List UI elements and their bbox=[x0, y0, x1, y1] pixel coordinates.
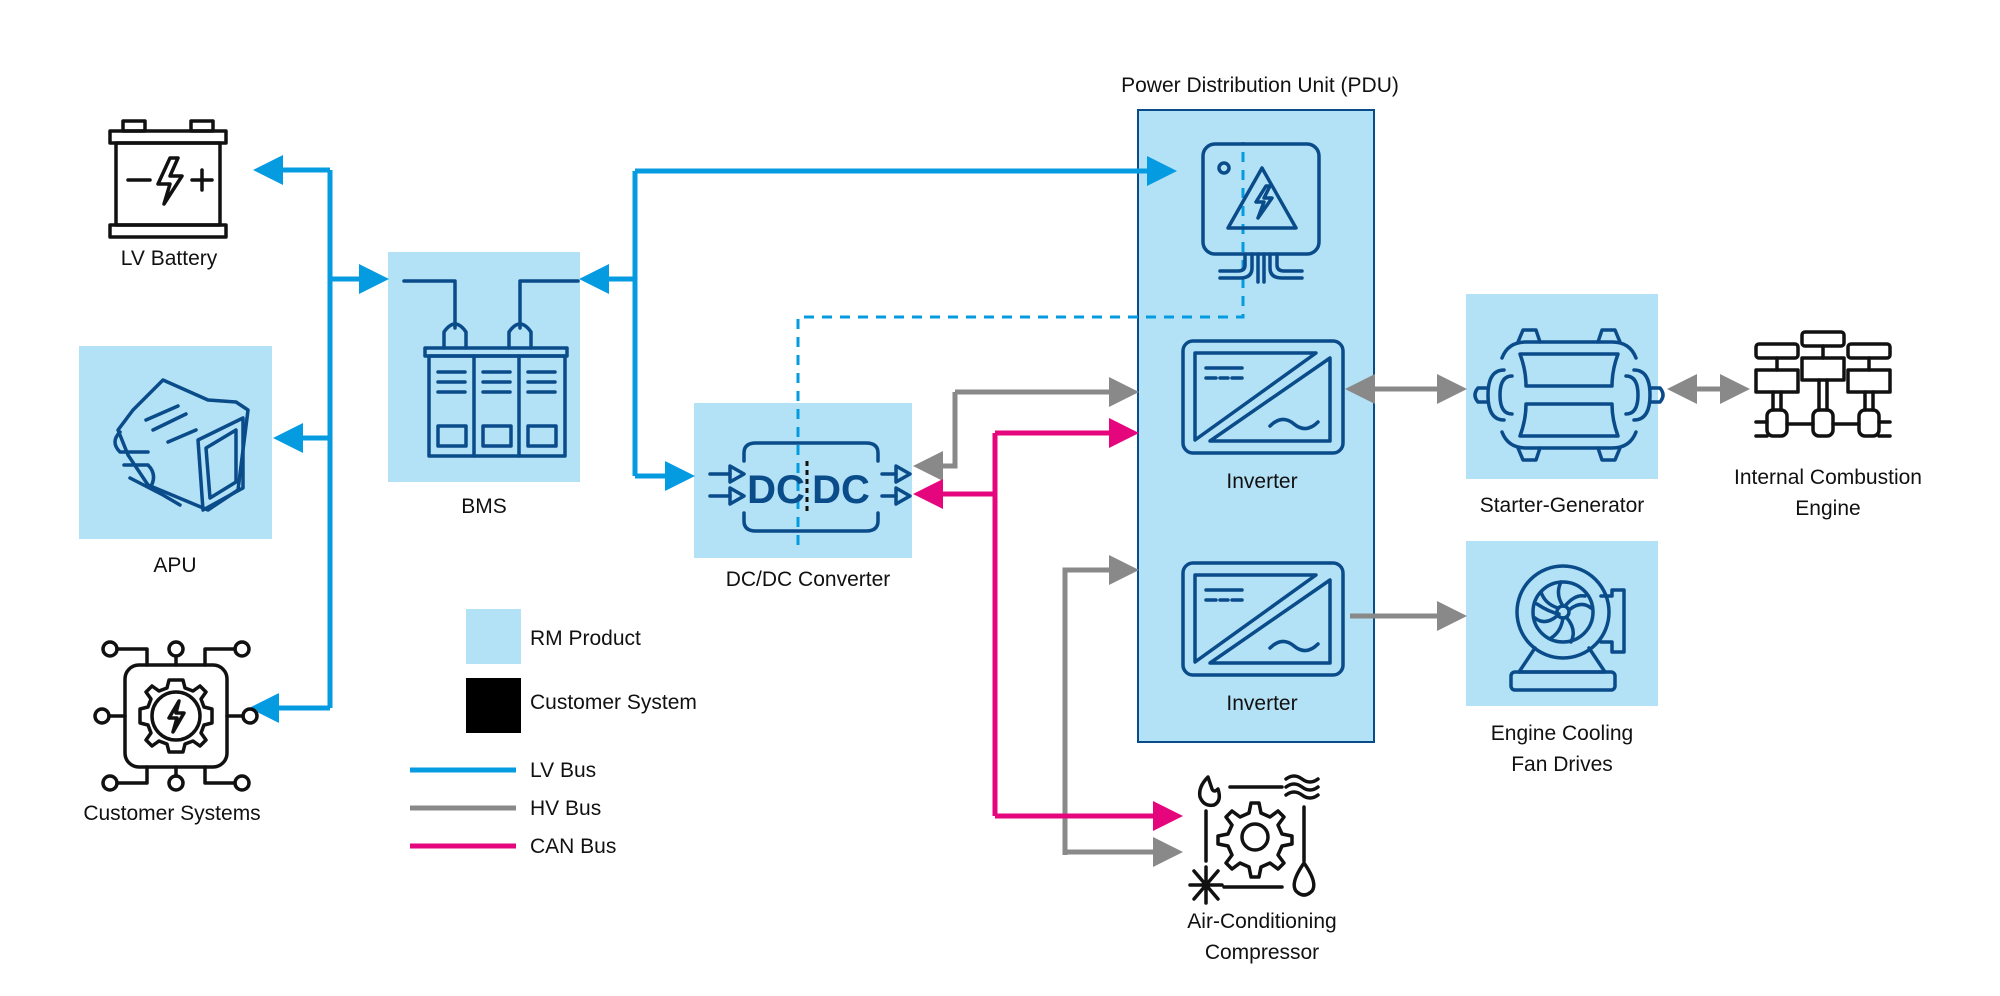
starter-generator-icon bbox=[1473, 328, 1665, 462]
ice-label-line2: Engine bbox=[1795, 497, 1860, 520]
pdu-junction-box-icon bbox=[1201, 142, 1321, 284]
inverter-1-label: Inverter bbox=[1226, 470, 1297, 493]
cooling-fan-label-line1: Engine Cooling bbox=[1491, 722, 1633, 745]
hv-bus-lines bbox=[913, 374, 1750, 867]
dcdc-icon-text-right: DC bbox=[812, 468, 870, 512]
customer-systems-icon[interactable] bbox=[93, 640, 259, 792]
lv-battery-label: LV Battery bbox=[121, 247, 218, 270]
starter-generator-label: Starter-Generator bbox=[1480, 494, 1645, 517]
legend-label-lv-bus: LV Bus bbox=[530, 759, 596, 782]
ice-label-line1: Internal Combustion bbox=[1734, 466, 1922, 489]
legend-label-rm-product: RM Product bbox=[530, 627, 641, 650]
inverter-2-label: Inverter bbox=[1226, 692, 1297, 715]
battery-icon[interactable] bbox=[108, 119, 228, 239]
hv-to-inverter2 bbox=[1062, 555, 1139, 855]
bms-icon bbox=[402, 279, 580, 458]
ac-compressor-label-line1: Air-Conditioning bbox=[1187, 910, 1336, 933]
internal-combustion-engine-icon[interactable] bbox=[1754, 330, 1892, 438]
legend-label-hv-bus: HV Bus bbox=[530, 797, 601, 820]
inverter-icon-1[interactable] bbox=[1181, 339, 1345, 455]
hv-dcdc-to-inverter1 bbox=[922, 389, 1134, 469]
dcdc-icon: DC DC bbox=[708, 441, 912, 533]
pdu-title: Power Distribution Unit (PDU) bbox=[1121, 74, 1399, 97]
customer-systems-label: Customer Systems bbox=[83, 802, 260, 825]
legend-label-customer-system: Customer System bbox=[530, 691, 697, 714]
dcdc-icon-text-left: DC bbox=[747, 468, 805, 512]
ac-compressor-label-line2: Compressor bbox=[1205, 941, 1319, 964]
dcdc-label: DC/DC Converter bbox=[726, 568, 891, 591]
legend-label-can-bus: CAN Bus bbox=[530, 835, 616, 858]
cooling-fan-label-line2: Fan Drives bbox=[1511, 753, 1613, 776]
can-bus-lines bbox=[913, 418, 1183, 831]
legend: RM Product Customer System LV Bus HV Bus… bbox=[410, 609, 697, 858]
apu-icon bbox=[113, 378, 250, 512]
cooling-fan-icon bbox=[1509, 564, 1626, 692]
inverter-icon-2[interactable] bbox=[1181, 561, 1345, 677]
apu-label: APU bbox=[153, 554, 196, 577]
bms-label: BMS bbox=[461, 495, 507, 518]
legend-swatch-rm-product bbox=[466, 609, 521, 664]
apu-box[interactable] bbox=[79, 346, 272, 539]
ac-compressor-icon[interactable] bbox=[1188, 774, 1320, 905]
legend-swatch-customer-system bbox=[466, 678, 521, 733]
pdu-box[interactable] bbox=[1137, 109, 1375, 743]
lv-bus-lines bbox=[249, 155, 1177, 723]
